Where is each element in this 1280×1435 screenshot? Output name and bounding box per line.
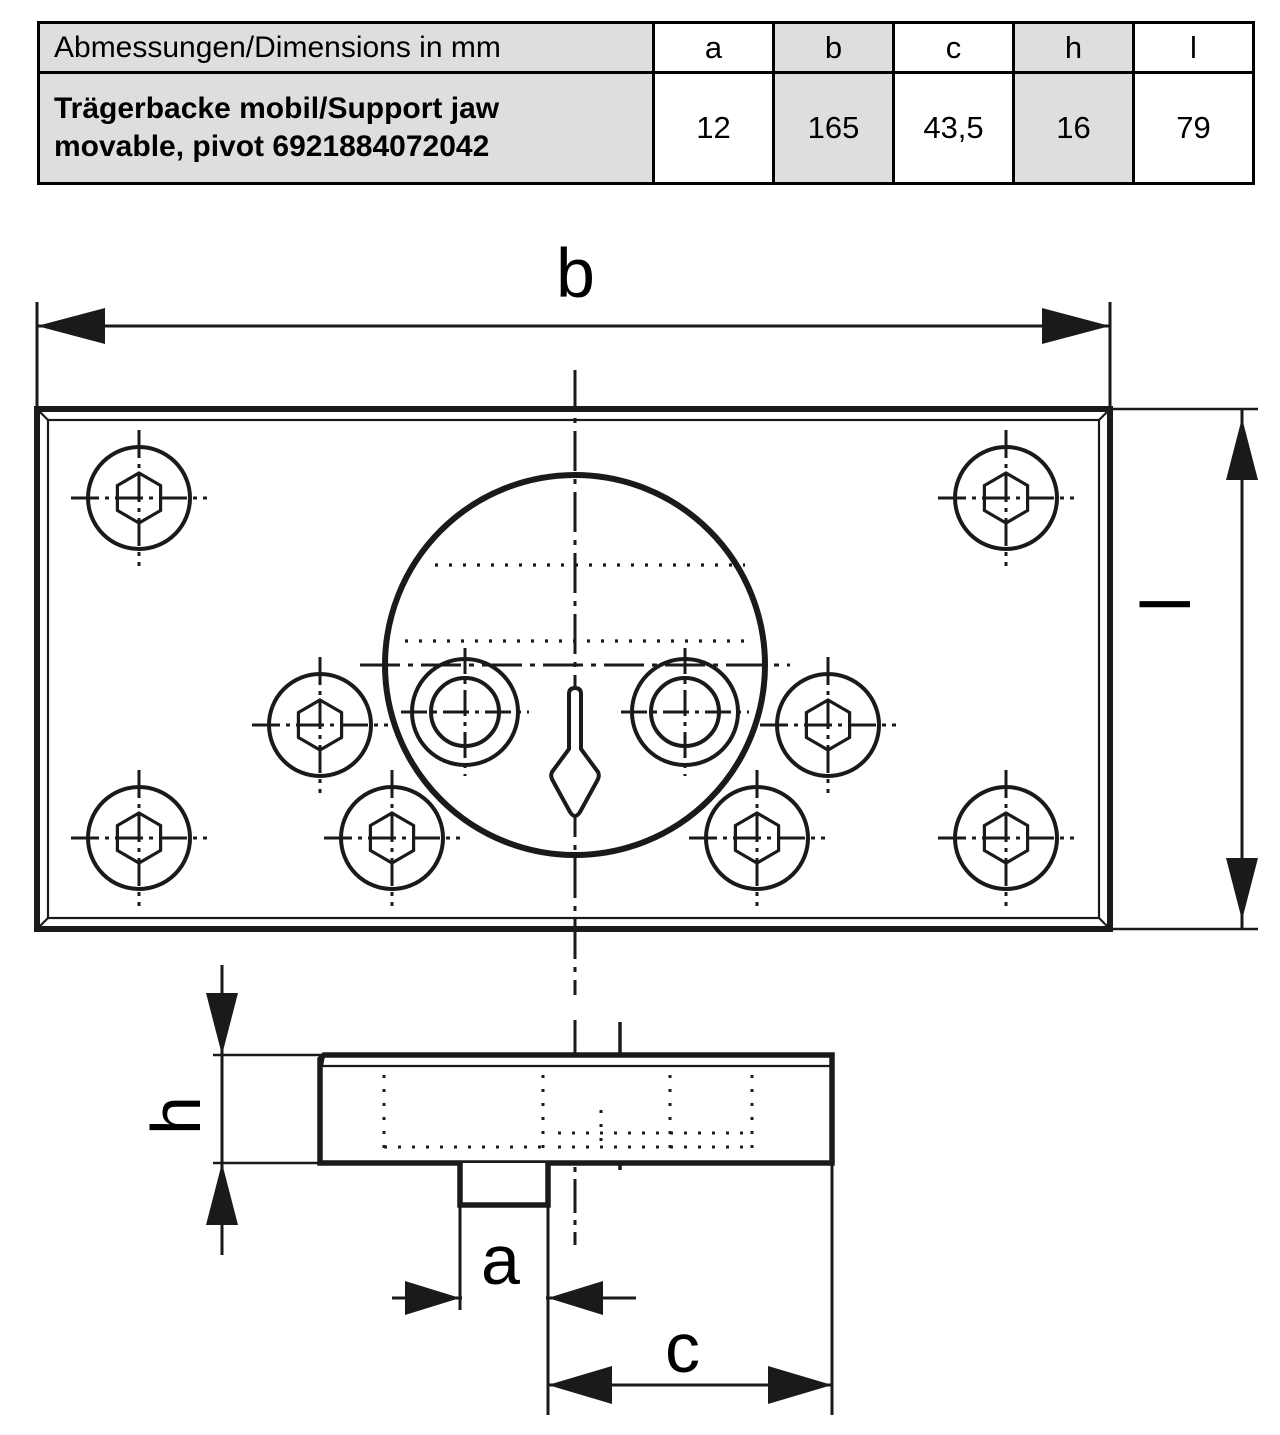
table-header-row: Abmessungen/Dimensions in mm a b c h l	[37, 21, 1255, 74]
description-line-1: Trägerbacke mobil/Support jaw	[54, 91, 500, 125]
table-column-header-l: l	[1132, 21, 1255, 74]
table-cell-description: Trägerbacke mobil/Support jaw movable, p…	[37, 71, 655, 185]
bolt-hole-mid-right	[760, 657, 896, 793]
dimension-label-l: l	[1127, 596, 1205, 612]
bolt-hole-bottom-left	[71, 770, 207, 906]
dimension-l	[1110, 407, 1258, 931]
dimension-label-c: c	[665, 1309, 700, 1387]
table-data-row: Trägerbacke mobil/Support jaw movable, p…	[37, 71, 1255, 185]
pivot-circle	[382, 472, 768, 858]
dimension-h	[206, 965, 325, 1255]
bolt-hole-lower-right	[689, 770, 825, 906]
side-view-body	[317, 1052, 835, 1166]
dimension-label-h: h	[137, 1096, 215, 1135]
bolt-hole-bottom-right	[938, 770, 1074, 906]
side-view-centerline	[573, 1020, 622, 1245]
table-cell-value-h: 16	[1012, 71, 1135, 185]
dimension-label-a: a	[481, 1221, 520, 1299]
table-cell-value-b: 165	[772, 71, 895, 185]
table-cell-value-a: 12	[652, 71, 775, 185]
description-line-2: movable, pivot 6921884072042	[54, 130, 490, 163]
table-header-description: Abmessungen/Dimensions in mm	[37, 21, 655, 74]
table-cell-value-l: 79	[1132, 71, 1255, 185]
table-cell-value-c: 43,5	[892, 71, 1015, 185]
center-bore-right	[621, 648, 749, 776]
dimension-b	[35, 302, 1112, 412]
dimension-label-b: b	[556, 234, 595, 312]
bolt-hole-mid-left	[252, 657, 388, 793]
table-column-header-c: c	[892, 21, 1015, 74]
table-column-header-h: h	[1012, 21, 1135, 74]
dimensions-table: Abmessungen/Dimensions in mm a b c h l T…	[37, 21, 1255, 185]
center-pointer-icon	[549, 686, 601, 818]
center-bore-left	[401, 648, 529, 776]
bolt-hole-top-right	[938, 430, 1074, 566]
bolt-hole-lower-left	[324, 770, 460, 906]
table-column-header-b: b	[772, 21, 895, 74]
bolt-hole-top-left	[71, 430, 207, 566]
top-view-plate	[34, 406, 1113, 932]
table-column-header-a: a	[652, 21, 775, 74]
